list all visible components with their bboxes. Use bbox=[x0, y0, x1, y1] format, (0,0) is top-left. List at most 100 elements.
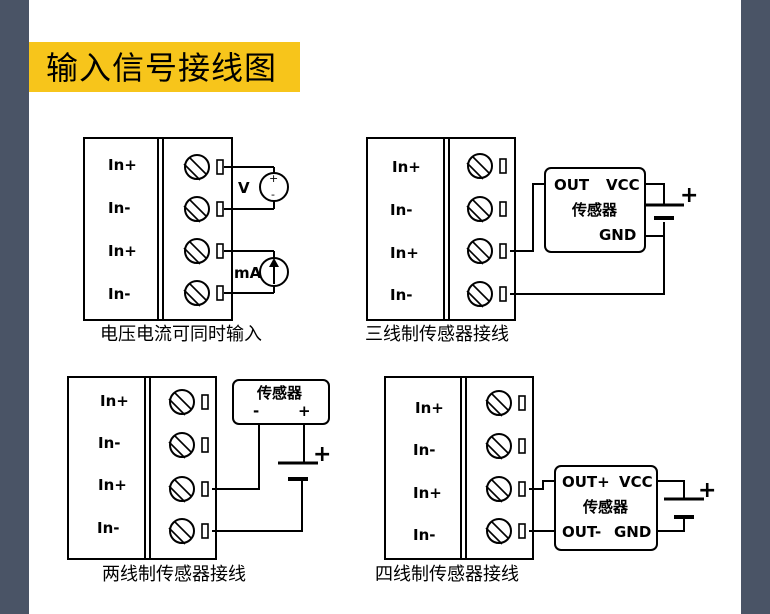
screw-terminal-icon bbox=[169, 476, 195, 502]
screw-slot bbox=[189, 157, 207, 175]
diagram-caption: 两线制传感器接线 bbox=[102, 564, 246, 585]
terminal-contact bbox=[201, 523, 209, 539]
screw-terminal-icon bbox=[467, 238, 493, 264]
terminal-label: In+ bbox=[98, 476, 127, 494]
terminal-contact bbox=[201, 481, 209, 497]
terminal-label: In- bbox=[390, 286, 413, 304]
sensor-box bbox=[232, 379, 330, 425]
terminal-contact bbox=[518, 523, 526, 539]
sensor-gnd-label: GND bbox=[614, 523, 651, 541]
screw-terminal-icon bbox=[184, 238, 210, 264]
screw-terminal-icon bbox=[467, 153, 493, 179]
diagram-caption: 四线制传感器接线 bbox=[375, 564, 519, 585]
terminal-contact bbox=[216, 159, 224, 175]
terminal-contact bbox=[216, 285, 224, 301]
sensor-name: 传感器 bbox=[582, 498, 629, 516]
terminal-label: In+ bbox=[415, 399, 444, 417]
terminal-contact bbox=[499, 243, 507, 259]
screw-terminal-icon bbox=[184, 196, 210, 222]
terminal-contact bbox=[499, 201, 507, 217]
diagram-three-wire: In+ In- In+ In- OUT VCC 传感器 GND + 三线制传感器… bbox=[365, 137, 698, 345]
screw-slot bbox=[168, 441, 186, 459]
voltage-label: V bbox=[238, 179, 250, 197]
screw-slot bbox=[168, 527, 186, 545]
screw-slot bbox=[491, 393, 509, 411]
terminal-label: In- bbox=[413, 441, 436, 459]
terminal-label: In- bbox=[98, 434, 121, 452]
terminal-contact bbox=[518, 481, 526, 497]
terminal-label: In+ bbox=[100, 392, 129, 410]
terminal-contact bbox=[216, 201, 224, 217]
sensor-name: 传感器 bbox=[256, 384, 303, 402]
screw-terminal-icon bbox=[184, 154, 210, 180]
screw-slot bbox=[472, 241, 490, 259]
sensor-out-label: OUT bbox=[554, 176, 590, 194]
screw-slot bbox=[485, 442, 503, 460]
screw-slot bbox=[491, 436, 509, 454]
screw-slot bbox=[485, 485, 503, 503]
screw-slot bbox=[466, 162, 484, 180]
screw-terminal-icon bbox=[486, 390, 512, 416]
terminal-contact bbox=[518, 395, 526, 411]
voltage-source-icon bbox=[259, 172, 289, 202]
battery-plus-sign: + bbox=[313, 442, 331, 467]
terminal-contact bbox=[499, 158, 507, 174]
terminal-contact bbox=[499, 286, 507, 302]
screw-slot bbox=[472, 284, 490, 302]
terminal-label: In+ bbox=[390, 244, 419, 262]
screw-slot bbox=[174, 392, 192, 410]
terminal-label: In+ bbox=[108, 156, 137, 174]
screw-terminal-icon bbox=[169, 518, 195, 544]
screw-slot bbox=[189, 241, 207, 259]
battery-plus-sign: + bbox=[680, 183, 698, 208]
screw-terminal-icon bbox=[486, 518, 512, 544]
screw-slot bbox=[183, 163, 201, 181]
screw-slot bbox=[168, 398, 186, 416]
screw-terminal-icon bbox=[184, 280, 210, 306]
terminal-label: In+ bbox=[108, 242, 137, 260]
screw-slot bbox=[174, 521, 192, 539]
screw-slot bbox=[491, 521, 509, 539]
terminal-contact bbox=[201, 437, 209, 453]
screw-terminal-icon bbox=[486, 433, 512, 459]
terminal-contact bbox=[201, 394, 209, 410]
sensor-out-minus-label: OUT- bbox=[562, 523, 601, 541]
screw-terminal-icon bbox=[467, 196, 493, 222]
screw-slot bbox=[189, 283, 207, 301]
diagram-four-wire: In+ In- In+ In- OUT+ VCC 传感器 OUT- GND + … bbox=[375, 376, 716, 585]
sensor-box bbox=[544, 167, 646, 253]
plus-sign: + bbox=[269, 172, 278, 185]
terminal-label: In- bbox=[108, 285, 131, 303]
screw-slot bbox=[485, 527, 503, 545]
terminal-label: In- bbox=[413, 526, 436, 544]
terminal-label: In- bbox=[97, 519, 120, 537]
screw-terminal-icon bbox=[486, 476, 512, 502]
screw-slot bbox=[466, 290, 484, 308]
screw-slot bbox=[189, 199, 207, 217]
screw-slot bbox=[174, 479, 192, 497]
screw-slot bbox=[168, 485, 186, 503]
diagram-caption: 电压电流可同时输入 bbox=[100, 324, 262, 345]
terminal-label: In- bbox=[390, 201, 413, 219]
terminal-contact bbox=[216, 243, 224, 259]
diagram-caption: 三线制传感器接线 bbox=[365, 324, 509, 345]
screw-terminal-icon bbox=[169, 389, 195, 415]
sensor-vcc-label: VCC bbox=[619, 473, 653, 491]
sensor-name: 传感器 bbox=[571, 201, 618, 219]
sensor-minus-label: - bbox=[253, 402, 259, 420]
screw-slot bbox=[183, 247, 201, 265]
sensor-box bbox=[554, 465, 658, 551]
sensor-gnd-label: GND bbox=[599, 226, 636, 244]
sensor-plus-label: + bbox=[298, 402, 311, 420]
screw-slot bbox=[174, 435, 192, 453]
sensor-vcc-label: VCC bbox=[606, 176, 640, 194]
screw-slot bbox=[485, 399, 503, 417]
title-bar bbox=[29, 42, 300, 92]
minus-sign: - bbox=[271, 188, 275, 201]
current-label: mA bbox=[234, 264, 262, 282]
screw-slot bbox=[466, 247, 484, 265]
page-title: 输入信号接线图 bbox=[46, 49, 278, 87]
screw-slot bbox=[183, 289, 201, 307]
screw-terminal-icon bbox=[169, 432, 195, 458]
